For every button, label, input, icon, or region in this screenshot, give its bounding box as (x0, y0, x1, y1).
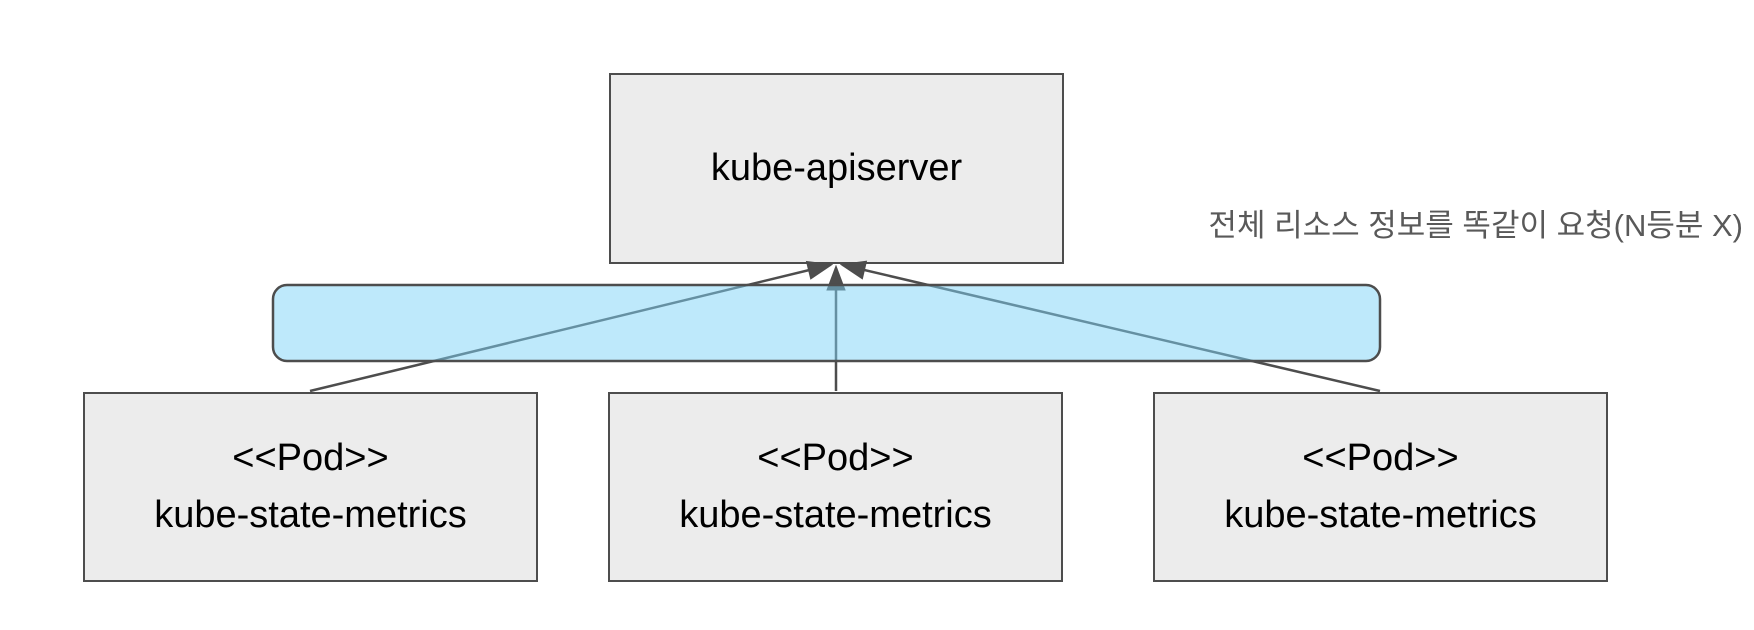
pod-stereotype: <<Pod>> (757, 437, 914, 479)
node-kube-apiserver-label: kube-apiserver (710, 147, 963, 189)
pod-stereotype: <<Pod>> (1302, 437, 1459, 479)
annotation-label: 전체 리소스 정보를 똑같이 요청(N등분 X) (1208, 208, 1743, 243)
node-kube-apiserver: kube-apiserver (609, 73, 1064, 264)
node-pod-1: <<Pod>> kube-state-metrics (83, 392, 538, 582)
pod-name: kube-state-metrics (679, 494, 992, 536)
pod-stereotype: <<Pod>> (232, 437, 389, 479)
edge-pod-1-to-apiserver (309, 265, 830, 393)
pod-name: kube-state-metrics (1224, 494, 1537, 536)
node-pod-2: <<Pod>> kube-state-metrics (608, 392, 1063, 582)
edge-pod-3-to-apiserver (843, 265, 1381, 393)
node-pod-3: <<Pod>> kube-state-metrics (1153, 392, 1608, 582)
pod-name: kube-state-metrics (154, 494, 467, 536)
highlight-bar (271, 283, 1382, 363)
